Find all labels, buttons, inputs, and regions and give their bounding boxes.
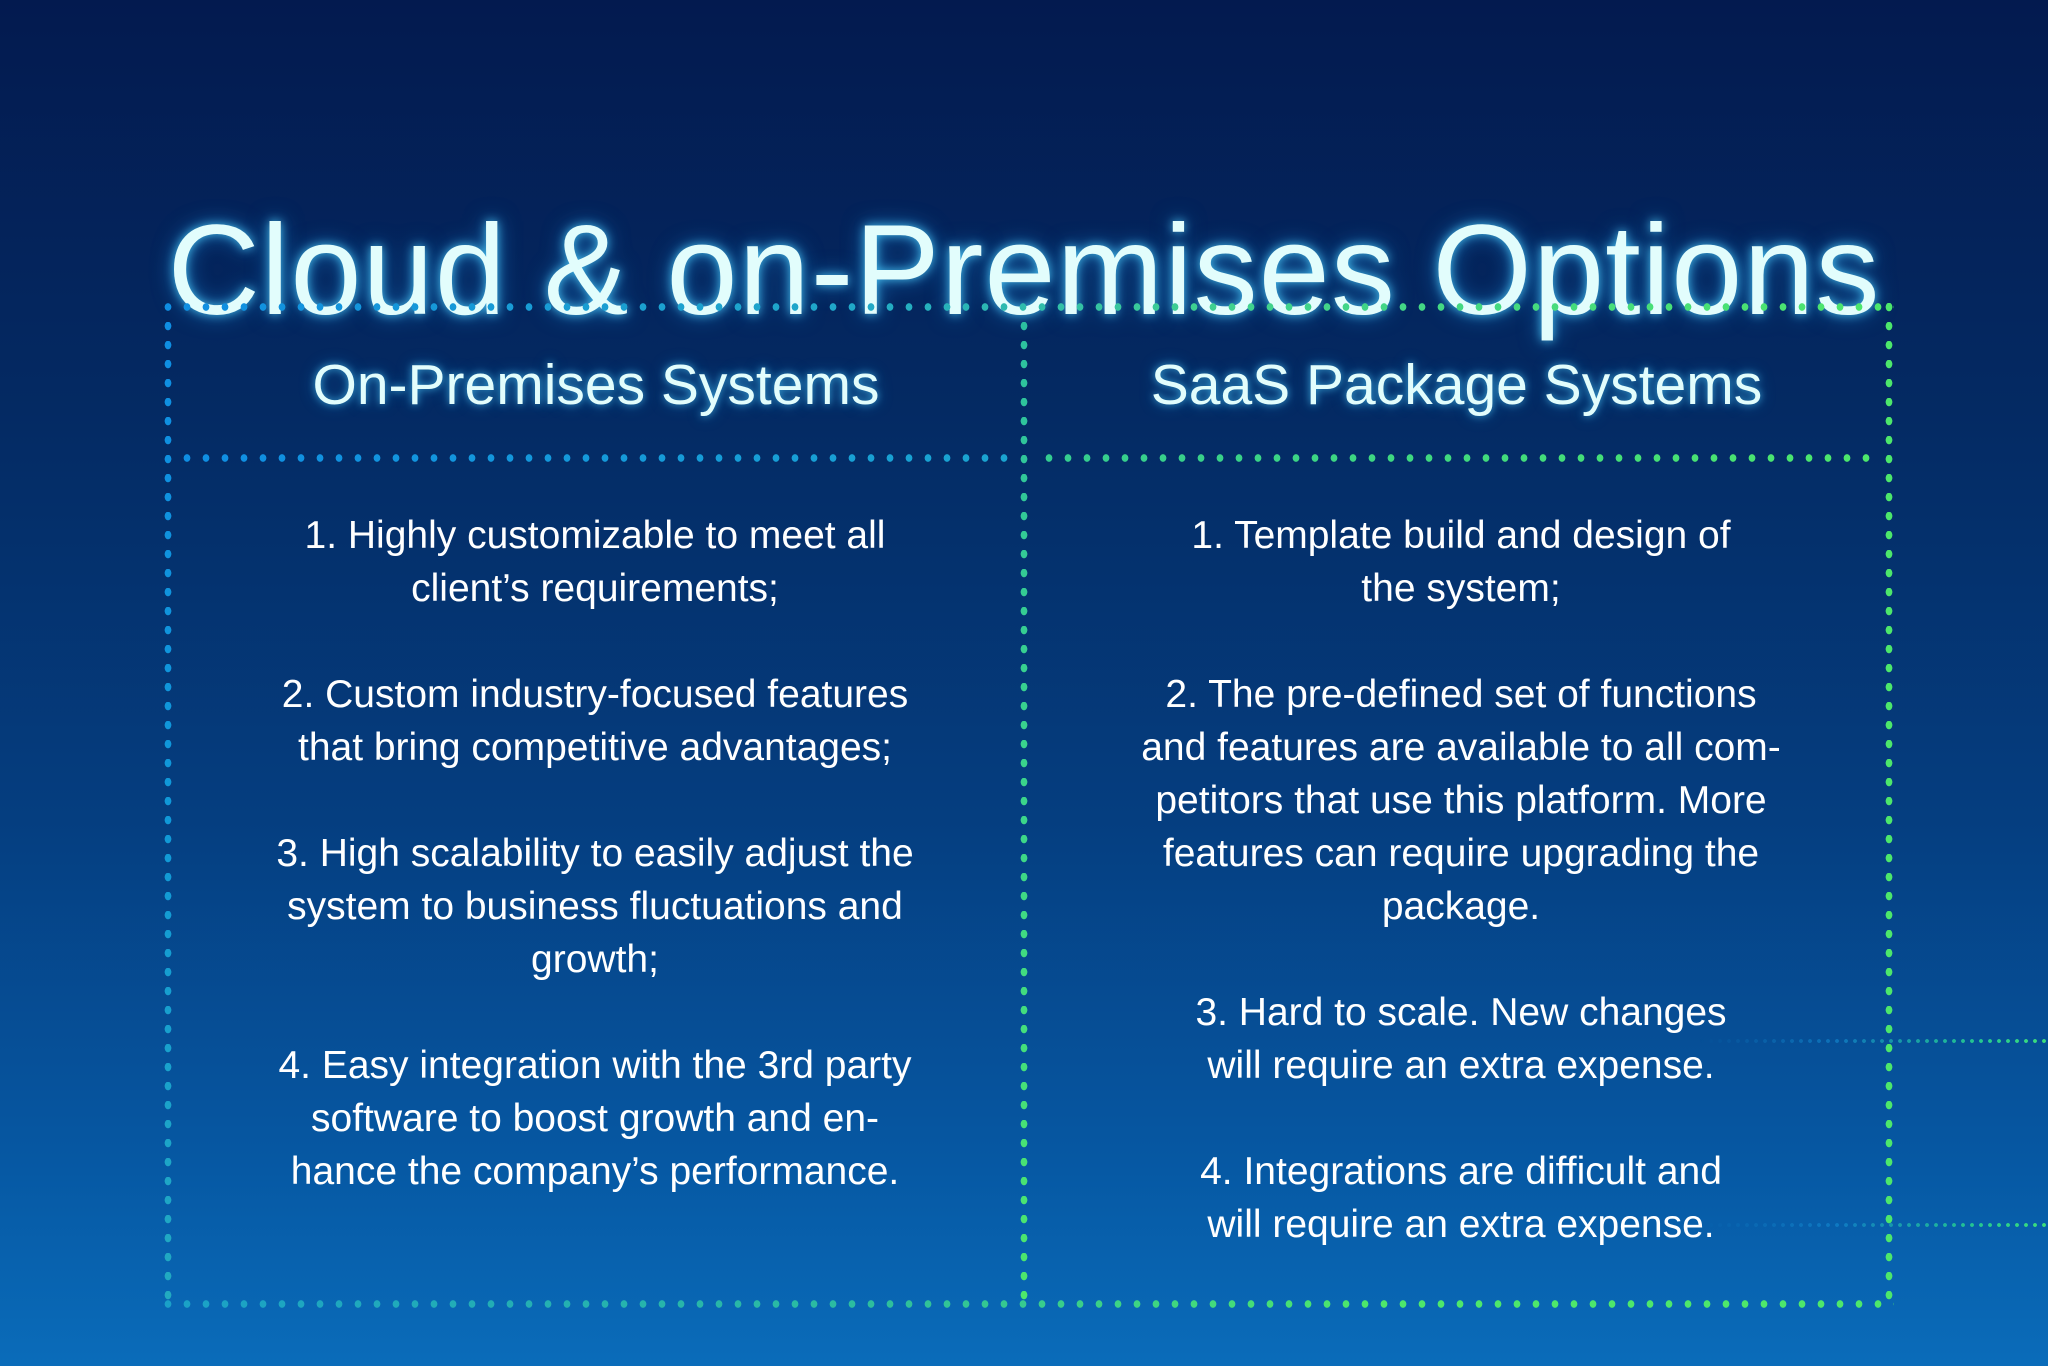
column-divider	[1020, 322, 1028, 1300]
table-left-border	[164, 322, 172, 1300]
table-bottom-border	[164, 1300, 1894, 1308]
header-divider-left	[183, 454, 1009, 462]
column-body-on-premises: 1. Highly customizable to meet all clien…	[180, 509, 1010, 1251]
decorative-dotted-line	[1700, 1039, 2048, 1043]
column-body-saas: 1. Template build and design of the syst…	[1036, 509, 1886, 1304]
list-item: 3. Hard to scale. New changes will requi…	[1195, 991, 1727, 1087]
list-item: 1. Highly customizable to meet all clien…	[304, 514, 886, 610]
decorative-dotted-line	[1700, 1223, 2048, 1227]
column-header-saas: SaaS Package Systems	[1150, 353, 1763, 417]
table-top-border	[164, 303, 1894, 311]
list-item: 4. Integrations are difficult and will r…	[1200, 1150, 1722, 1246]
list-item: 2. Custom industry-focused features that…	[281, 673, 909, 769]
list-item: 1. Template build and design of the syst…	[1191, 514, 1731, 610]
page-title: Cloud & on-Premises Options	[167, 198, 1881, 342]
list-item: 4. Easy integration with the 3rd party s…	[278, 1044, 912, 1193]
column-header-on-premises: On-Premises Systems	[312, 353, 880, 417]
header-divider-right	[1045, 454, 1875, 462]
list-item: 2. The pre-defined set of functions and …	[1141, 673, 1781, 928]
list-item: 3. High scalability to easily adjust the…	[276, 832, 914, 981]
table-right-border	[1885, 303, 1893, 1308]
